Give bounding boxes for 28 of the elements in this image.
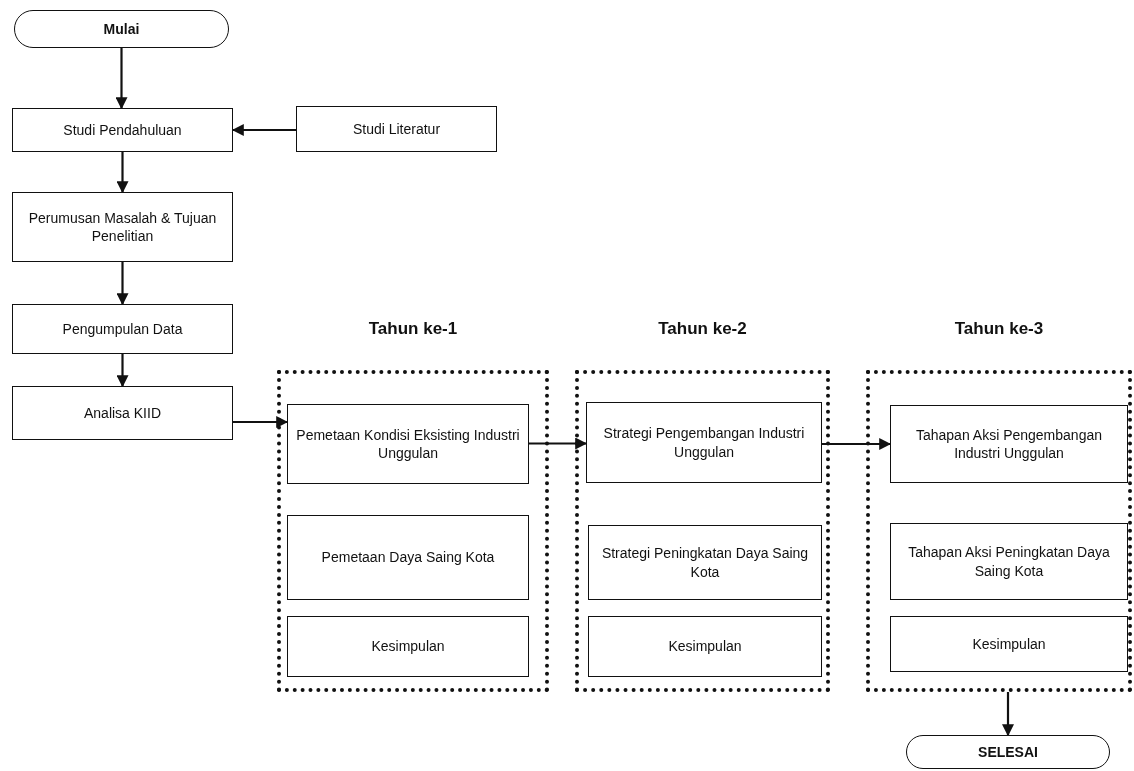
process-box: Strategi Peningkatan Daya Saing Kota: [588, 525, 822, 600]
process-box: Kesimpulan: [588, 616, 822, 677]
arrow: [529, 437, 588, 450]
terminal-box: SELESAI: [906, 735, 1110, 769]
process-box: Tahapan Aksi Pengembangan Industri Unggulan: [890, 405, 1128, 483]
arrow: [822, 438, 892, 450]
arrow: [231, 124, 296, 136]
arrow: [233, 416, 289, 428]
process-box: Pengumpulan Data: [12, 304, 233, 354]
process-box: Kesimpulan: [287, 616, 529, 677]
process-box: Analisa KIID: [12, 386, 233, 440]
process-box: Studi Pendahuluan: [12, 108, 233, 152]
group-heading: Tahun ke-3: [953, 318, 1045, 340]
group-heading: Tahun ke-1: [367, 318, 459, 340]
process-box: Perumusan Masalah & Tujuan Penelitian: [12, 192, 233, 262]
process-box: Kesimpulan: [890, 616, 1128, 672]
process-box: Pemetaan Kondisi Eksisting Industri Unggulan: [287, 404, 529, 484]
group-heading: Tahun ke-2: [657, 318, 748, 340]
process-box: Pemetaan Daya Saing Kota: [287, 515, 529, 600]
arrow: [116, 354, 129, 388]
arrow: [116, 262, 129, 306]
process-box: Tahapan Aksi Peningkatan Daya Saing Kota: [890, 523, 1128, 600]
arrow: [116, 152, 129, 194]
process-box: Studi Literatur: [296, 106, 497, 152]
arrow: [1002, 692, 1014, 737]
terminal-box: Mulai: [14, 10, 229, 48]
process-box: Strategi Pengembangan Industri Unggulan: [586, 402, 822, 483]
arrow: [115, 48, 128, 110]
